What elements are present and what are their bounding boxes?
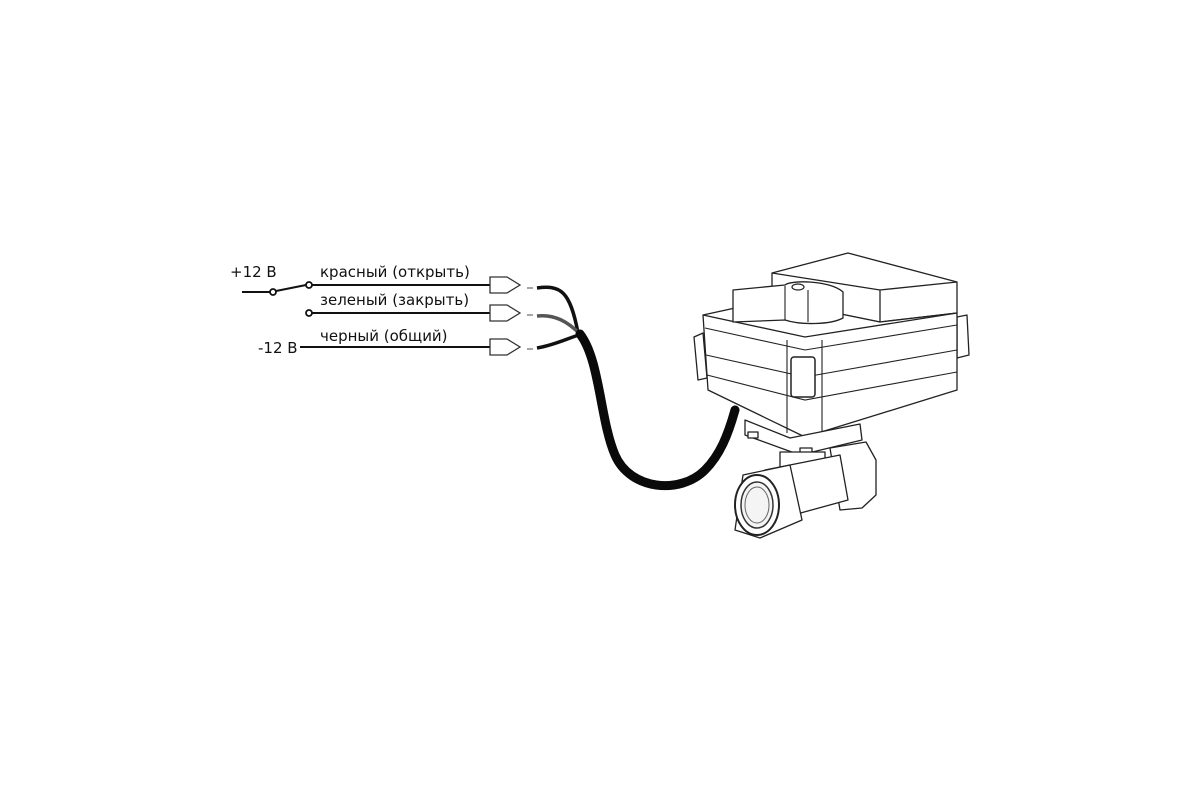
green-wire-label: зеленый (закрыть) [320,291,469,309]
connector-arrow-icon [489,338,522,356]
connector-arrow-icon [489,304,522,322]
cable [527,285,740,491]
black-wire-label: черный (общий) [320,327,448,345]
minus-12v-label: -12 В [258,339,298,357]
motorized-ball-valve [693,252,970,539]
red-wire-label: красный (открыть) [320,263,470,281]
switch [242,281,313,317]
connector-arrow-icon [489,276,522,294]
plus-12v-label: +12 В [230,263,277,281]
